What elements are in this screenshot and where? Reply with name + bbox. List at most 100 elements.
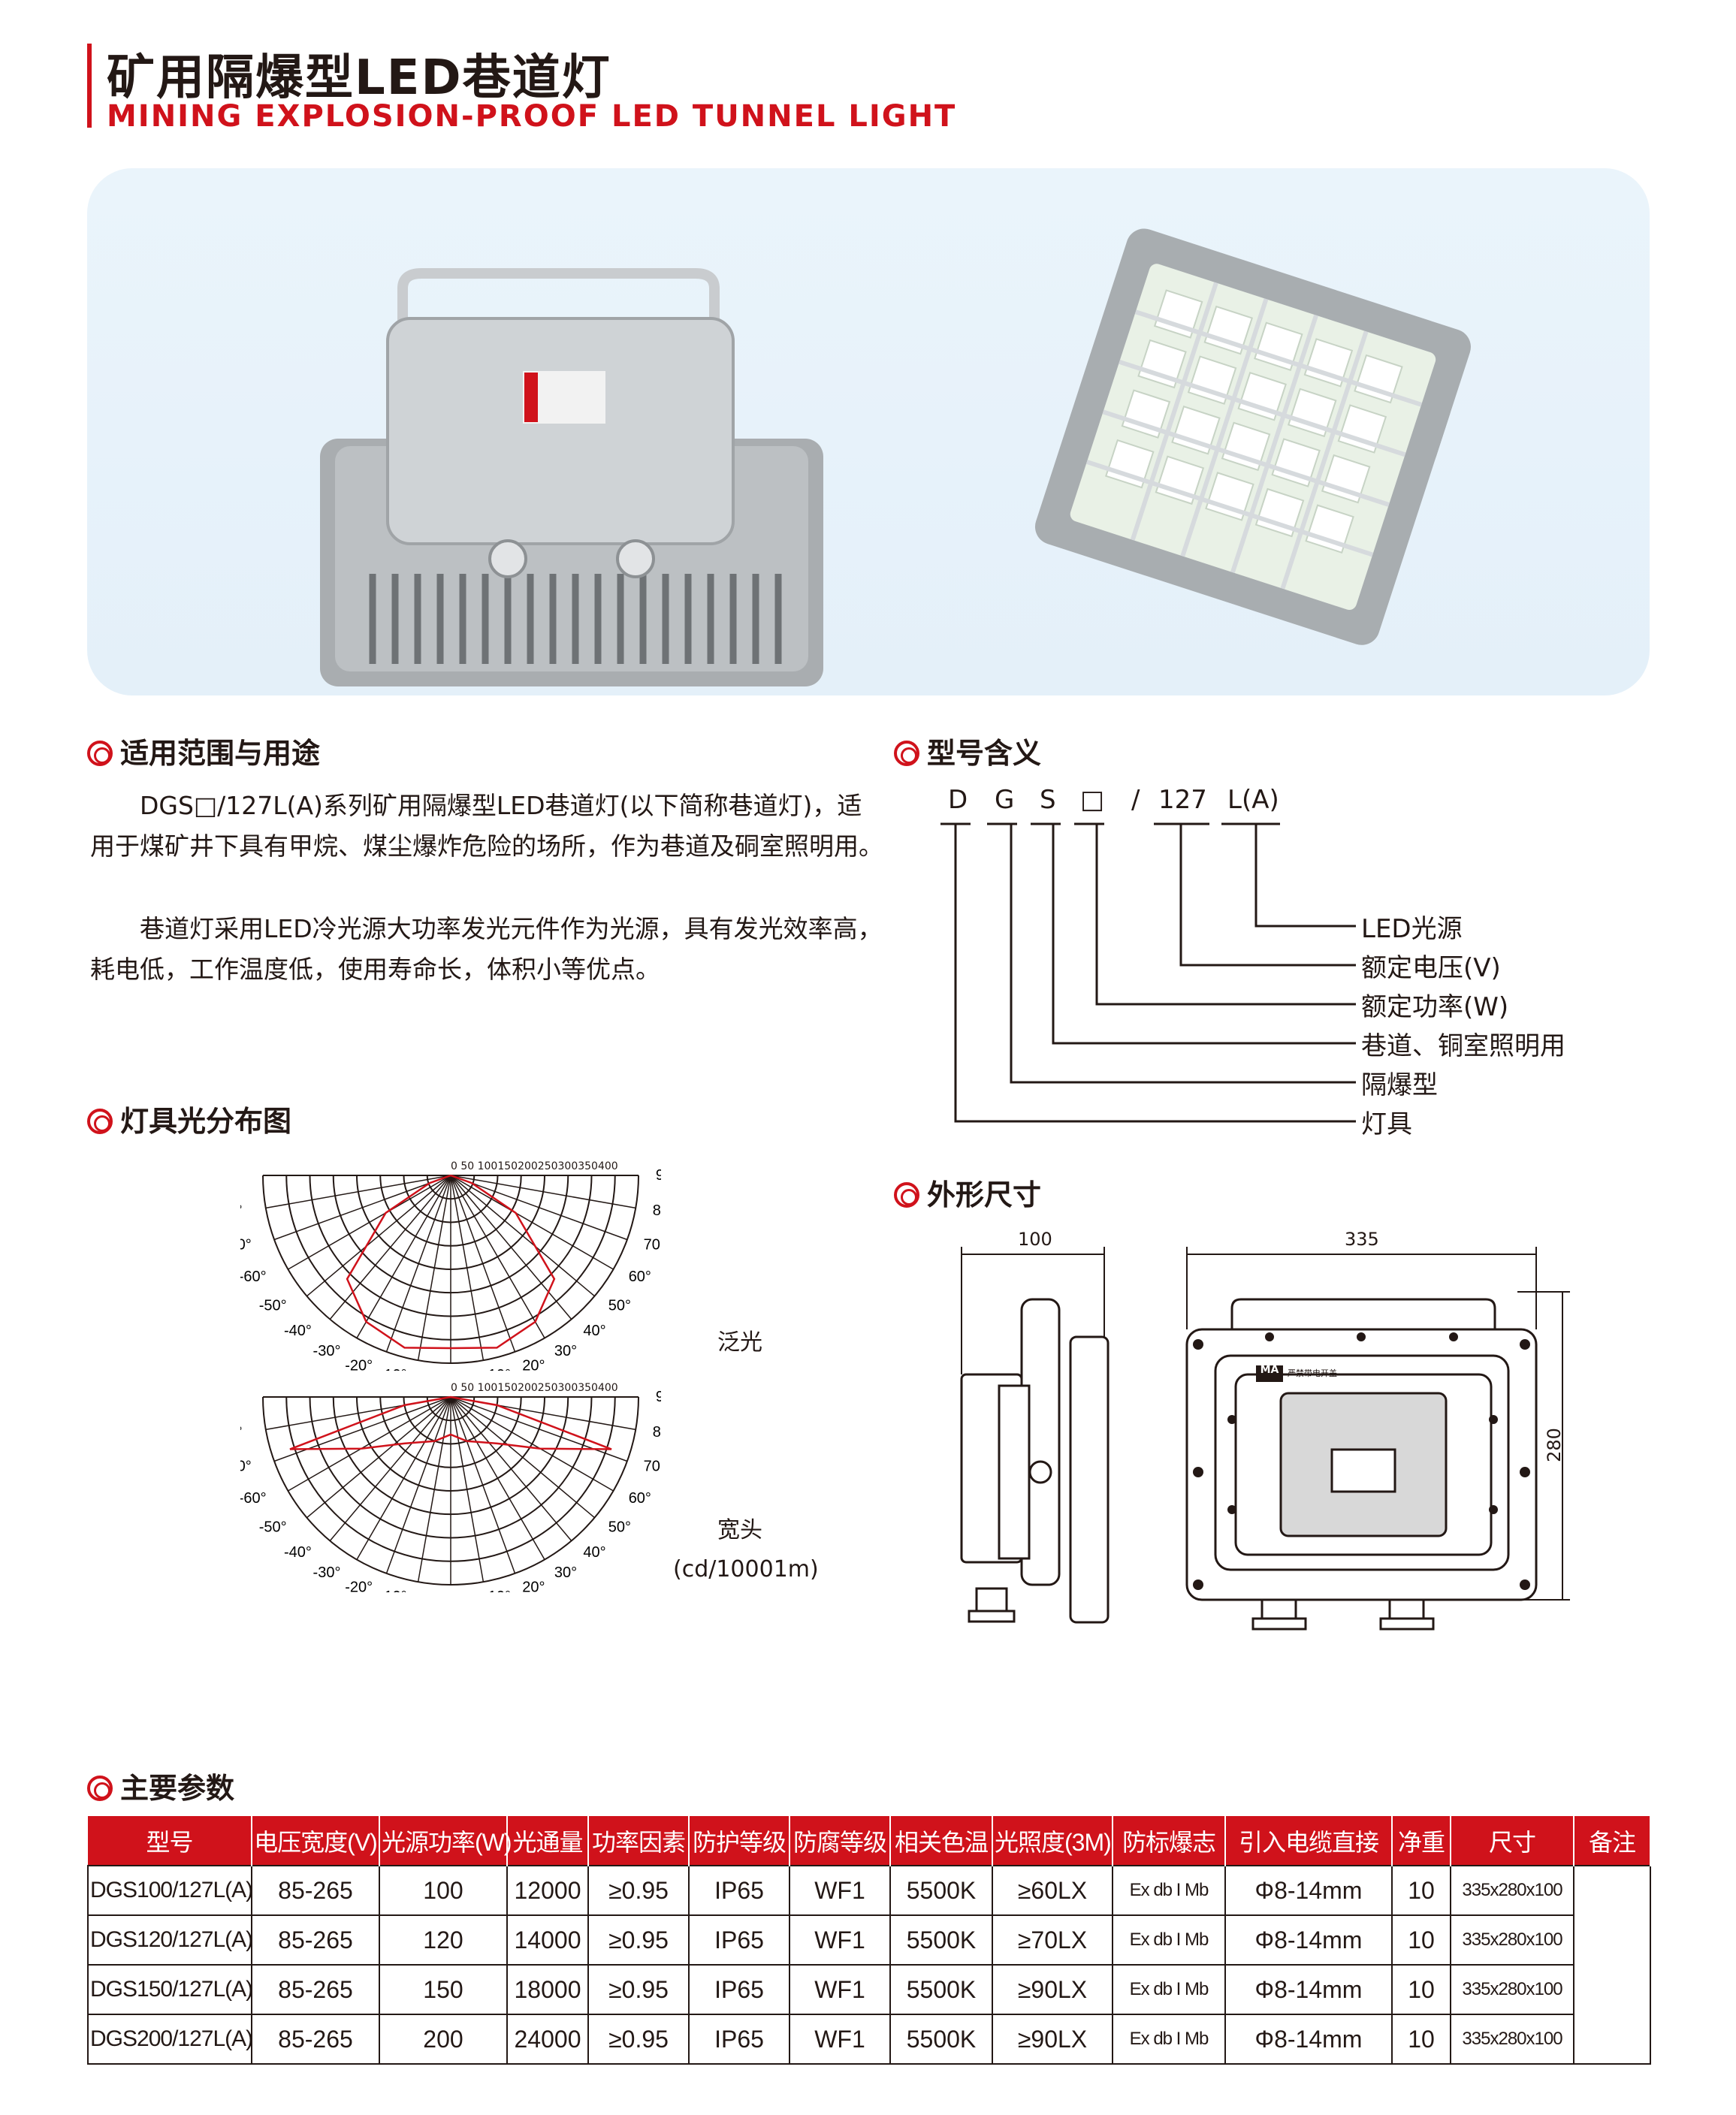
- model-meaning-heading: 型号含义: [894, 730, 1041, 771]
- table-cell: Φ8-14mm: [1224, 1865, 1393, 1916]
- table-cell: DGS120/127L(A): [87, 1914, 253, 1966]
- polar-spoke: [450, 1175, 485, 1361]
- polar-spoke: [417, 1396, 451, 1582]
- params-header-cell: 功率因素: [588, 1816, 690, 1866]
- table-cell: ≥60LX: [992, 1865, 1113, 1916]
- params-header-cell: 防护等级: [689, 1816, 790, 1866]
- table-cell: ≥0.95: [587, 1964, 690, 2015]
- table-cell: Ex db I Mb: [1112, 1964, 1226, 2015]
- table-cell: DGS100/127L(A): [87, 1865, 253, 1916]
- dimension-lines: [960, 1247, 1570, 1631]
- circle-bullet-icon: [87, 1109, 113, 1134]
- polar-spoke: [450, 1396, 572, 1541]
- polar-angle-label: 50°: [608, 1519, 631, 1536]
- params-header-cell: 光通量: [507, 1816, 589, 1866]
- code-leader-lines: [940, 822, 1356, 1123]
- params-header-cell: 净重: [1392, 1816, 1451, 1866]
- table-cell: 10: [1391, 1865, 1451, 1916]
- table-cell: 12000: [506, 1865, 589, 1916]
- label-floodlight: 泛光: [717, 1329, 762, 1356]
- polar-spoke: [273, 1396, 451, 1462]
- polar-spoke: [450, 1175, 595, 1297]
- polar-spoke: [273, 1175, 451, 1241]
- title-accent-bar: [87, 44, 92, 128]
- table-cell: 120: [379, 1914, 508, 1966]
- polar-angle-label: 40°: [583, 1544, 605, 1561]
- table-cell: 85-265: [251, 1914, 380, 1966]
- params-header-cell: 引入电缆直接: [1225, 1816, 1393, 1866]
- table-cell: ≥70LX: [992, 1914, 1113, 1966]
- side-view-outline: [960, 1298, 1110, 1624]
- params-header-row: 型号电压宽度(V)光源功率(W)光通量功率因素防护等级防腐等级相关色温光照度(3…: [88, 1816, 1651, 1866]
- usage-paragraph-2: 巷道灯采用LED冷光源大功率发光元件作为光源，具有发光效率高，耗电低，工作温度低…: [90, 914, 883, 984]
- table-cell: IP65: [688, 1914, 790, 1966]
- polar-spoke: [356, 1175, 451, 1338]
- usage-heading: 适用范围与用途: [87, 730, 320, 771]
- polar-angle-label: 10°: [488, 1367, 511, 1371]
- polar-spoke: [450, 1396, 545, 1560]
- params-header-cell: 防腐等级: [790, 1816, 891, 1866]
- polar-angle-label: -20°: [345, 1358, 373, 1371]
- code-part-source: L(A): [1227, 785, 1279, 815]
- polar-spoke: [288, 1396, 451, 1492]
- params-table-wrapper: 型号电压宽度(V)光源功率(W)光通量功率因素防护等级防腐等级相关色温光照度(3…: [87, 1816, 1651, 2065]
- table-cell: DGS150/127L(A): [87, 1964, 253, 2015]
- table-cell: Φ8-14mm: [1224, 2014, 1393, 2065]
- polar-spoke: [385, 1175, 451, 1353]
- polar-spoke: [450, 1175, 636, 1209]
- table-cell: WF1: [789, 1865, 891, 1916]
- polar-angle-label: 20°: [522, 1358, 545, 1371]
- lamp-front-view-image: [1034, 228, 1471, 645]
- polar-scale-labels: 0 50 100150200250300350400: [451, 1160, 618, 1172]
- light-distribution-curve: [346, 1174, 556, 1350]
- table-cell: 5500K: [889, 2014, 993, 2065]
- polar-spoke: [450, 1396, 516, 1574]
- code-part-slash: /: [1131, 785, 1140, 815]
- polar-angle-label: -10°: [379, 1589, 407, 1592]
- page-subtitle-english: MINING EXPLOSION-PROOF LED TUNNEL LIGHT: [107, 99, 957, 134]
- params-header-cell: 防标爆志: [1113, 1816, 1226, 1866]
- polar-spoke: [450, 1396, 595, 1519]
- params-header-cell: 尺寸: [1451, 1816, 1574, 1866]
- table-cell: 85-265: [251, 1964, 380, 2015]
- polar-angle-label: 90°: [656, 1167, 661, 1184]
- polar-angle-label: -30°: [313, 1343, 341, 1359]
- table-cell: WF1: [789, 2014, 891, 2065]
- table-cell: 335x280x100: [1450, 1964, 1574, 2015]
- polar-angle-label: -70°: [240, 1458, 252, 1474]
- table-cell: 5500K: [889, 1964, 993, 2015]
- polar-angle-label: 80°: [653, 1202, 661, 1219]
- table-cell: 14000: [506, 1914, 589, 1966]
- table-cell: ≥90LX: [992, 2014, 1113, 2065]
- polar-spoke: [450, 1396, 485, 1582]
- table-cell: 150: [379, 1964, 508, 2015]
- polar-spoke: [288, 1175, 451, 1270]
- polar-angle-label: -0°: [426, 1370, 445, 1371]
- params-header-cell: 电压宽度(V): [252, 1816, 380, 1866]
- product-photo-panel: [87, 168, 1650, 695]
- polar-angle-label: -60°: [240, 1490, 267, 1507]
- table-cell: ≥0.95: [587, 1914, 690, 1966]
- polar-angle-label: -60°: [240, 1269, 267, 1285]
- polar-spoke: [306, 1396, 451, 1519]
- polar-angle-label: 30°: [554, 1564, 577, 1581]
- polar-scale-labels: 0 50 100150200250300350400: [451, 1382, 618, 1394]
- polar-spoke: [450, 1175, 572, 1320]
- polar-spoke: [450, 1396, 614, 1492]
- table-cell: 200: [379, 2014, 508, 2065]
- code-part-d: D: [948, 785, 968, 815]
- table-cell: IP65: [688, 1964, 790, 2015]
- polar-angle-label: 70°: [644, 1236, 661, 1253]
- code-part-g: G: [995, 785, 1015, 815]
- polar-grid-floodlight: -90°-80°-70°-60°-50°-40°-30°-20°-10°-0°9…: [212, 1167, 679, 1386]
- params-header-cell: 备注: [1574, 1816, 1651, 1866]
- polar-angle-label: 50°: [608, 1298, 631, 1314]
- table-cell: Ex db I Mb: [1112, 2014, 1226, 2065]
- table-cell: Φ8-14mm: [1224, 1914, 1393, 1966]
- params-header-cell: 相关色温: [890, 1816, 993, 1866]
- lamp-rear-view-image: [320, 268, 823, 686]
- label-unit: (cd/10001m): [673, 1556, 819, 1582]
- polar-chart-floodlight: -90°-80°-70°-60°-50°-40°-30°-20°-10°-0°9…: [212, 1160, 679, 1386]
